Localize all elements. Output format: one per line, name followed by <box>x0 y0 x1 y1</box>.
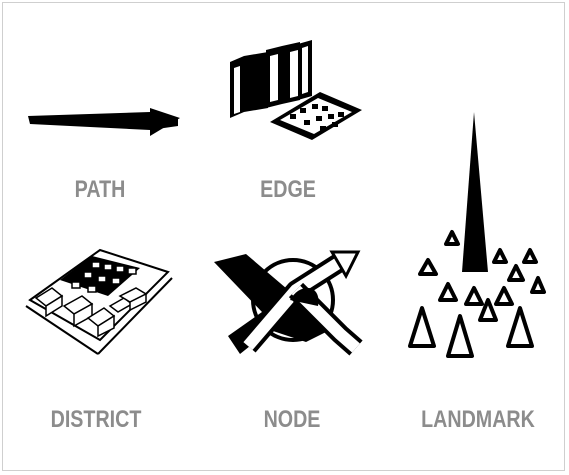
label-edge: EDGE <box>260 176 316 203</box>
label-district: DISTRICT <box>50 406 142 433</box>
label-landmark: LANDMARK <box>421 406 535 433</box>
label-path: PATH <box>74 176 126 203</box>
label-node: NODE <box>263 406 321 433</box>
